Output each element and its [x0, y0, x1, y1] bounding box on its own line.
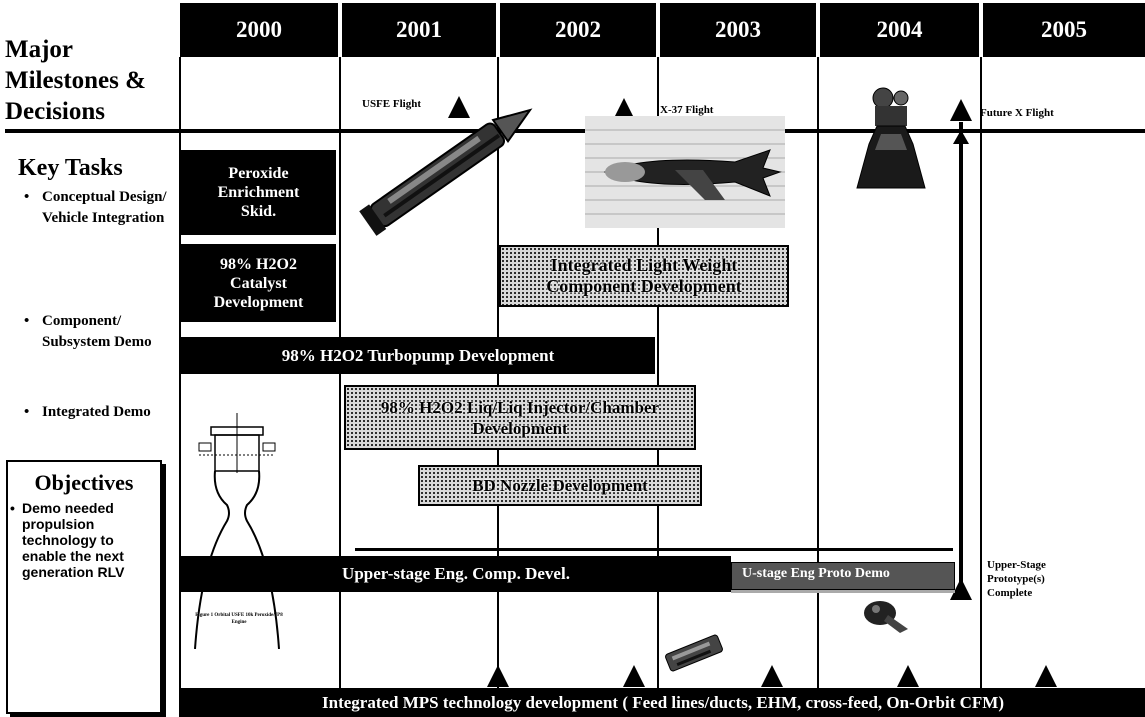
nozzle-development-bar: BD Nozzle Development	[418, 465, 702, 506]
task-integrated-demo: • Integrated Demo	[24, 402, 172, 423]
turbopump-development-bar: 98% H2O2 Turbopump Development	[181, 337, 655, 374]
ustage-proto-demo-label: U-stage Eng Proto Demo	[742, 566, 890, 581]
year-header-2005: 2005	[983, 3, 1145, 57]
task-label: Conceptual Design/ Vehicle Integration	[42, 189, 167, 226]
mps-milestone-triangle-icon	[487, 665, 509, 687]
ustage-proto-demo-bar: U-stage Eng Proto Demo	[731, 562, 955, 590]
key-tasks-label: Key Tasks	[18, 155, 123, 181]
usfe-vehicle-illustration	[359, 108, 533, 236]
upper-stage-comp-bar: Upper-stage Eng. Comp. Devel.	[181, 556, 731, 592]
injector-chamber-bar: 98% H2O2 Liq/Liq Injector/Chamber Develo…	[344, 385, 696, 450]
mps-milestone-triangle-icon	[897, 665, 919, 687]
year-header-2000: 2000	[180, 3, 338, 57]
catalyst-development-bar: 98% H2O2 Catalyst Development	[181, 244, 336, 322]
year-header-2004: 2004	[820, 3, 979, 57]
bullet-icon: •	[24, 404, 30, 420]
connector-arrowhead-icon	[953, 130, 969, 144]
x37-flight-label: X-37 Flight	[660, 104, 714, 116]
lightweight-component-label: Integrated Light Weight Component Develo…	[546, 255, 742, 296]
year-divider	[980, 57, 982, 717]
year-divider	[817, 57, 819, 717]
usfe-flight-triangle-icon	[448, 96, 470, 118]
peroxide-enrichment-bar: Peroxide Enrichment Skid.	[181, 150, 336, 235]
year-header-2001: 2001	[342, 3, 496, 57]
lightweight-component-bar: Integrated Light Weight Component Develo…	[499, 245, 789, 307]
injector-chamber-label: 98% H2O2 Liq/Liq Injector/Chamber Develo…	[380, 397, 660, 438]
mps-milestone-triangle-icon	[623, 665, 645, 687]
task-component-demo: • Component/ Subsystem Demo	[24, 311, 182, 353]
year-divider	[339, 57, 341, 717]
usfe-flight-label: USFE Flight	[362, 98, 421, 110]
engine-figure-caption: Figure 1 Orbital USFE 10k Peroxide/JP8 E…	[195, 613, 283, 625]
x37-flight-triangle-icon	[613, 98, 635, 120]
bullet-icon: •	[24, 189, 30, 205]
objectives-box: Objectives • Demo needed propulsion tech…	[6, 460, 162, 714]
year-divider	[179, 57, 181, 717]
nozzle-development-label: BD Nozzle Development	[472, 475, 648, 495]
futurex-flight-triangle-icon	[950, 99, 972, 121]
bullet-icon: •	[24, 313, 30, 329]
mps-milestone-triangle-icon	[1035, 665, 1057, 687]
feedline-hardware-illustration	[665, 634, 723, 672]
objectives-text: Demo needed propulsion technology to ena…	[22, 500, 125, 580]
engine-illustration	[856, 87, 926, 189]
objectives-title: Objectives	[34, 470, 134, 495]
usfe-engine-figure	[194, 413, 280, 649]
upper-stage-complete-triangle-icon	[950, 578, 972, 600]
future-x-connector-line	[959, 122, 963, 592]
mps-milestone-triangle-icon	[761, 665, 783, 687]
futurex-flight-label: Future X Flight	[980, 107, 1054, 119]
milestone-line	[5, 129, 1145, 133]
upper-stage-top-line	[355, 548, 953, 551]
mps-technology-bar: Integrated MPS technology development ( …	[181, 688, 1145, 717]
task-conceptual-design: • Conceptual Design/ Vehicle Integration	[24, 187, 182, 229]
year-header-2003: 2003	[660, 3, 816, 57]
upper-stage-complete-label: Upper-Stage Prototype(s) Complete	[987, 559, 1046, 599]
task-label: Integrated Demo	[42, 404, 151, 420]
x37-vehicle-illustration	[585, 116, 785, 228]
bullet-icon: •	[10, 500, 15, 516]
milestones-label: Major Milestones & Decisions	[5, 36, 146, 125]
task-label: Component/ Subsystem Demo	[42, 313, 152, 350]
year-header-2002: 2002	[500, 3, 656, 57]
prototype-engine-illustration	[864, 601, 908, 633]
